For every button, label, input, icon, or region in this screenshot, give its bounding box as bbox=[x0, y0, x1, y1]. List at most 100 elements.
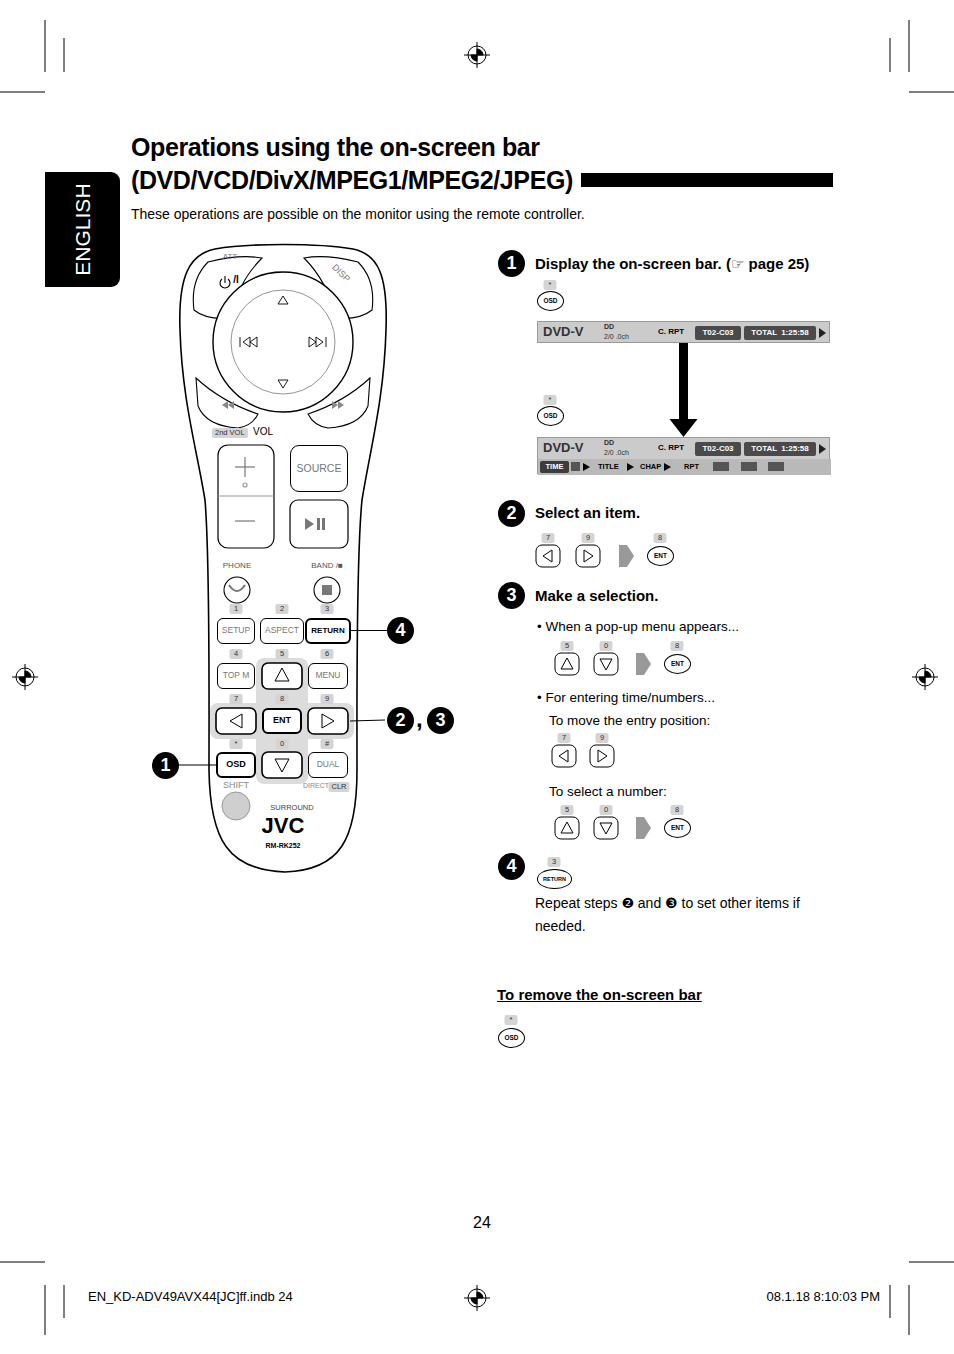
crop-mark bbox=[909, 92, 954, 93]
icon-symbol bbox=[713, 462, 729, 471]
callout-number: 2 bbox=[498, 500, 525, 527]
step-note: • When a pop-up menu appears... bbox=[537, 619, 739, 635]
crop-mark bbox=[45, 20, 46, 72]
crop-mark bbox=[45, 1285, 46, 1335]
volume-button bbox=[235, 520, 255, 521]
osd-button-icon: OSD bbox=[537, 406, 564, 426]
button-number: 9 bbox=[321, 694, 334, 704]
button-number: 8 bbox=[276, 694, 289, 704]
direction-pad bbox=[278, 296, 288, 304]
item-text: ENT bbox=[654, 552, 667, 559]
cursor-button bbox=[322, 714, 334, 728]
button-icon bbox=[543, 550, 552, 562]
item-text: TOP M bbox=[223, 671, 250, 680]
remote-controller bbox=[180, 245, 386, 873]
button-number: 7 bbox=[542, 533, 555, 543]
item-text: DD bbox=[604, 439, 614, 446]
on-screen-bar: DVD-VDD2/0 .0chC. RPTTITLECHAPRPTT02-C03… bbox=[537, 437, 830, 474]
registration-mark bbox=[912, 664, 938, 690]
button-icon bbox=[598, 750, 607, 762]
button-number: 1 bbox=[230, 604, 243, 614]
then-arrow bbox=[636, 817, 651, 839]
callout-number: 3 bbox=[498, 582, 525, 609]
item-text: DUAL bbox=[317, 760, 340, 769]
button-number: 3 bbox=[321, 604, 334, 614]
item-text: OSD bbox=[504, 1034, 518, 1041]
item-text: OSD bbox=[543, 297, 557, 304]
item-text: DD bbox=[604, 323, 614, 330]
button-number: * bbox=[544, 280, 557, 290]
osd-button-icon: OSD bbox=[498, 1028, 525, 1048]
direction-pad bbox=[231, 290, 335, 394]
cursor-button bbox=[262, 663, 302, 689]
direction-pad bbox=[326, 337, 327, 347]
step-number: 3 bbox=[506, 586, 516, 606]
page-number: 24 bbox=[473, 1214, 491, 1232]
step-number: 2 bbox=[506, 504, 516, 524]
crop-mark bbox=[0, 1262, 45, 1263]
arrow-symbol bbox=[819, 444, 826, 454]
step-number: 2 bbox=[395, 711, 405, 731]
language-label: ENGLISH bbox=[71, 183, 94, 275]
remote-button: OSD bbox=[216, 752, 256, 778]
button-number: * bbox=[505, 1015, 518, 1025]
cursor-cross bbox=[256, 658, 308, 784]
registration-mark bbox=[464, 1285, 490, 1311]
then-arrow bbox=[636, 653, 651, 675]
arrow-symbol bbox=[819, 328, 826, 338]
crop-mark bbox=[0, 92, 45, 93]
phone-band-button bbox=[224, 577, 340, 603]
osd-button-icon: OSD bbox=[537, 291, 564, 311]
direction-pad bbox=[309, 337, 316, 347]
button-label: CLR bbox=[328, 782, 349, 792]
button-icon bbox=[561, 822, 573, 833]
crop-mark bbox=[64, 1285, 65, 1318]
cursor-button bbox=[275, 759, 289, 772]
button-icon bbox=[590, 745, 614, 767]
cursor-cross bbox=[210, 658, 354, 784]
skip-symbol bbox=[332, 401, 338, 409]
callout-number: 1 bbox=[498, 250, 525, 277]
callout-number: 2 bbox=[387, 707, 414, 734]
button-icon bbox=[561, 658, 573, 669]
crop-mark bbox=[909, 20, 910, 72]
item-text: DVD-V bbox=[543, 441, 583, 454]
model-number: RM-RK252 bbox=[265, 842, 300, 850]
connector-line bbox=[351, 630, 387, 631]
button-number: 8 bbox=[671, 641, 684, 651]
item-text: ENT bbox=[273, 716, 291, 726]
button-label: BAND /■ bbox=[311, 561, 343, 570]
callout-number: 4 bbox=[498, 853, 525, 880]
play-pause-button bbox=[317, 518, 320, 530]
registration-mark bbox=[19, 671, 31, 683]
item-text: 2/0 .0ch bbox=[604, 333, 629, 340]
item-text: SETUP bbox=[222, 626, 250, 635]
button-number: * bbox=[544, 395, 557, 405]
button-number: 7 bbox=[230, 694, 243, 704]
button-number: * bbox=[230, 739, 243, 749]
registration-mark bbox=[916, 668, 934, 686]
on-screen-bar: DVD-VDD2/0 .0chC. RPTT02-C03TOTAL1:25:58 bbox=[537, 321, 830, 343]
flow-arrow bbox=[670, 343, 698, 437]
ent-button-icon: ENT bbox=[664, 818, 691, 838]
remote-body bbox=[180, 245, 386, 873]
item-text: T02-C03 bbox=[702, 445, 733, 454]
time-box: TOTAL1:25:58 bbox=[744, 442, 816, 456]
step-number: 4 bbox=[395, 621, 405, 641]
brand-logo: JVC bbox=[262, 813, 305, 838]
step-note: Repeat steps ❷ and ❸ to set other items … bbox=[535, 892, 820, 938]
play-pause-button bbox=[290, 500, 348, 548]
item-text: OSD bbox=[226, 760, 246, 770]
remote-button: TOP M bbox=[217, 663, 255, 689]
track-box: T02-C03 bbox=[695, 326, 741, 340]
crop-mark bbox=[890, 38, 891, 72]
button-icon bbox=[584, 550, 593, 562]
step-number: 3 bbox=[435, 711, 445, 731]
callout-number: 1 bbox=[152, 752, 179, 779]
title-block: Operations using the on-screen bar (DVD/… bbox=[131, 131, 836, 197]
step-number: 1 bbox=[160, 756, 170, 776]
leader-line bbox=[179, 765, 216, 766]
direction-pad bbox=[278, 380, 288, 388]
item-text: ASPECT bbox=[265, 626, 299, 635]
